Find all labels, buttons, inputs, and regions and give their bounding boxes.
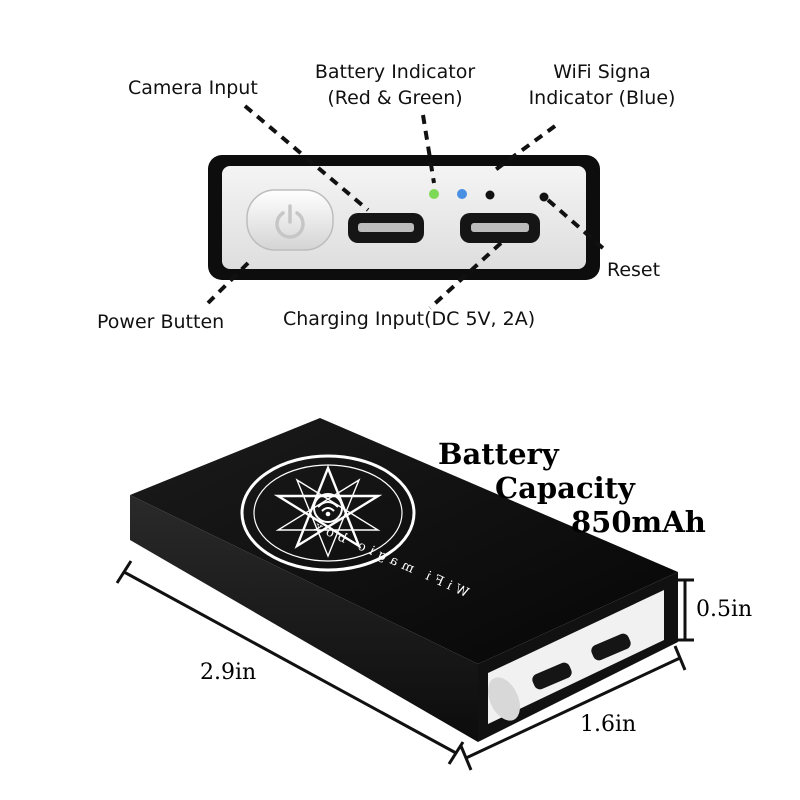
dimension-length-line (115, 560, 465, 765)
reset-hole (539, 192, 549, 202)
side-power-button (488, 677, 520, 721)
charging-input-label: Charging Input(DC 5V, 2A) (283, 308, 536, 330)
power-icon (275, 204, 305, 239)
wifi-indicator-label-line1: WiFi Signa (553, 61, 651, 83)
pentagram-emblem (240, 454, 416, 572)
wifi-icon (317, 501, 339, 517)
charging-input-port (460, 213, 540, 243)
wifi-indicator-label-line2: Indicator (Blue) (528, 87, 676, 109)
length-dimension-label: 2.9in (200, 660, 257, 685)
wifi-indicator-led (457, 189, 467, 199)
reset-label: Reset (607, 259, 661, 281)
camera-input-label: Camera Input (128, 77, 258, 99)
side-port-charging (591, 633, 631, 661)
camera-input-port (348, 213, 424, 243)
unmarked-hole (485, 190, 495, 200)
power-button-label: Power Butten (97, 311, 225, 333)
dimension-width-line (459, 645, 687, 771)
battery-indicator-label-line1: Battery Indicator (314, 61, 476, 83)
height-dimension-label: 0.5in (696, 597, 753, 622)
dimension-height-line (676, 578, 694, 642)
battery-capacity-line2: Capacity (495, 471, 635, 505)
power-button (246, 189, 334, 251)
battery-indicator-label: Battery Indicator (Red & Green) (298, 59, 492, 111)
leader-lines (206, 104, 607, 310)
width-dimension-label: 1.6in (580, 712, 637, 737)
device-3d-body (130, 418, 678, 742)
side-port-camera (532, 662, 572, 690)
wifi-indicator-label: WiFi Signa Indicator (Blue) (515, 59, 689, 111)
battery-capacity-line1: Battery (438, 437, 559, 471)
battery-capacity-value: 850mAh (571, 505, 706, 539)
battery-indicator-led (429, 189, 439, 199)
battery-indicator-label-line2: (Red & Green) (327, 87, 463, 109)
